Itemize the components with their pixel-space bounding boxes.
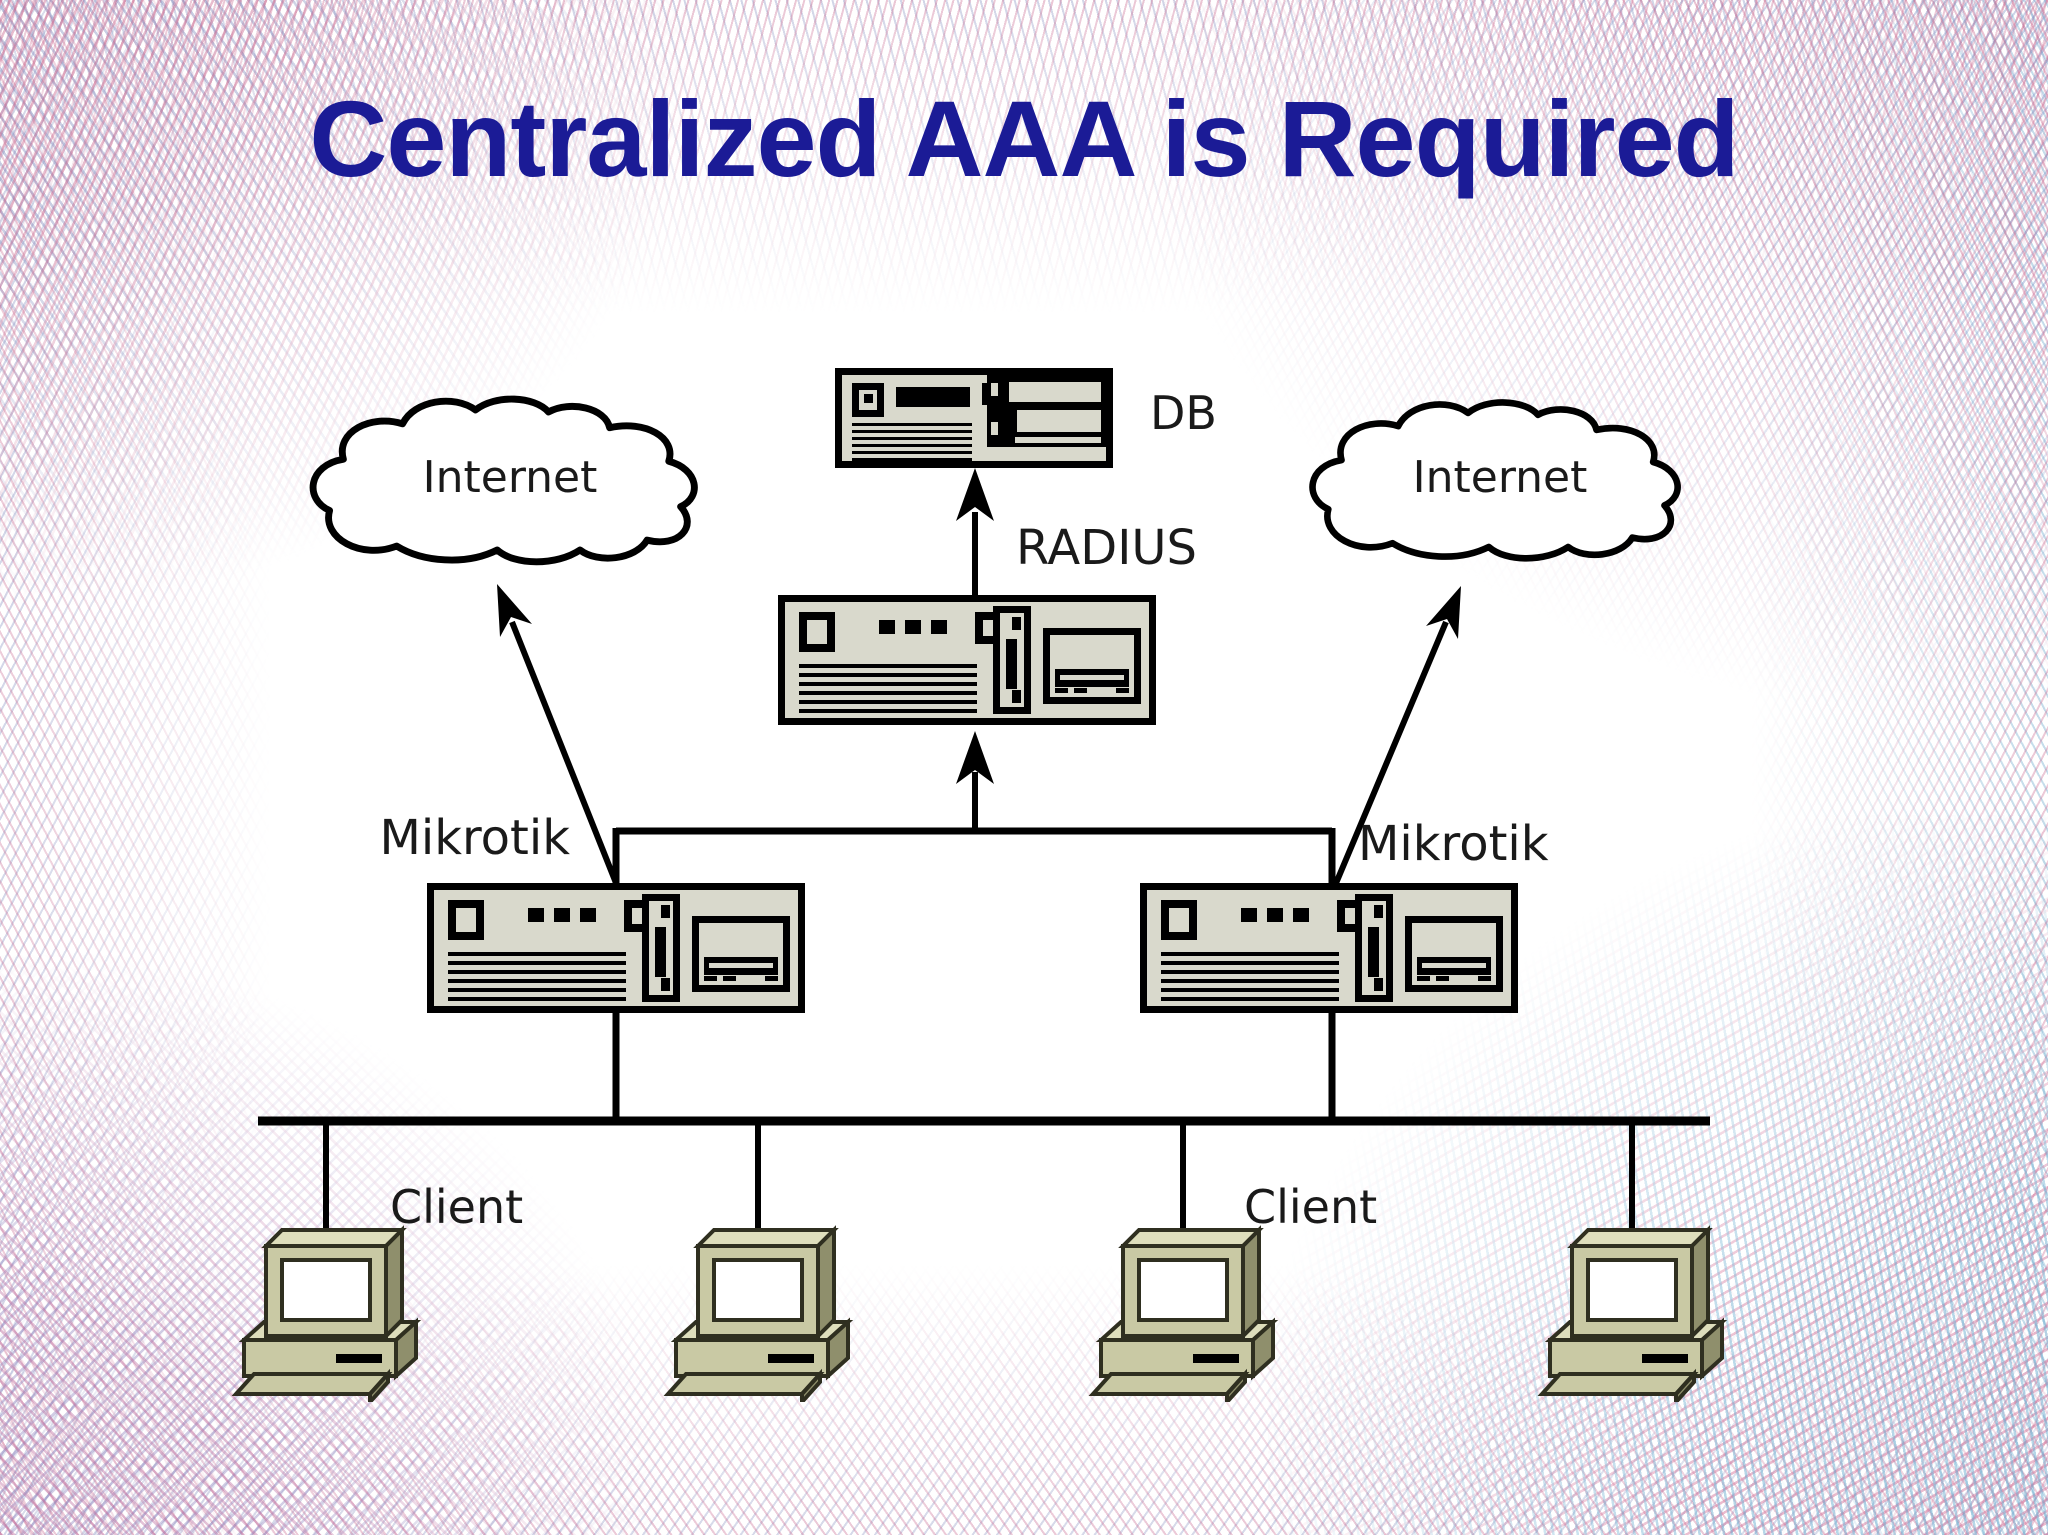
mikrotik-right-server-icon: [1140, 883, 1518, 1013]
client-pc-4-icon: [1537, 1225, 1728, 1402]
db-drive-panel-detail: [987, 375, 1106, 447]
mikrotik-left-label: Mikrotik: [379, 810, 570, 866]
mikrotik-left-power-detail: [448, 900, 484, 940]
radius-vents-detail: [799, 664, 977, 713]
mikrotik-right-label: Mikrotik: [1358, 816, 1549, 872]
internet-cloud-right-icon: [1309, 399, 1681, 562]
mikrotik-left-cd-bay-detail: [692, 916, 790, 992]
slide-title: Centralized AAA is Required: [309, 78, 1739, 199]
radius-floppy-drive-detail: [993, 606, 1031, 714]
mikrotik-left-server-icon: [427, 883, 805, 1013]
db-vents-detail: [852, 423, 972, 461]
client-right-label: Client: [1244, 1180, 1378, 1234]
db-label: DB: [1150, 386, 1217, 440]
db-server-icon: [835, 368, 1113, 468]
client-left-label: Client: [390, 1180, 524, 1234]
mikrotik-left-floppy-detail: [642, 894, 680, 1002]
internet-left-label: Internet: [422, 452, 598, 503]
radius-cd-bay-detail: [1043, 628, 1141, 704]
client-pc-3-icon: [1088, 1225, 1279, 1402]
client-pc-2-icon: [663, 1225, 854, 1402]
radius-label: RADIUS: [1016, 520, 1197, 576]
radius-buttons-detail: [879, 620, 959, 634]
mikrotik-right-vents-detail: [1161, 952, 1339, 1001]
internet-right-label: Internet: [1412, 452, 1588, 503]
mikrotik-left-vents-detail: [448, 952, 626, 1001]
mikrotik-left-buttons-detail: [528, 908, 608, 922]
mikrotik-right-cd-bay-detail: [1405, 916, 1503, 992]
radius-server-icon: [778, 595, 1156, 725]
mikrotik-right-buttons-detail: [1241, 908, 1321, 922]
mikrotik-right-power-detail: [1161, 900, 1197, 940]
db-power-button-detail: [852, 383, 884, 417]
internet-cloud-left-icon: [309, 395, 698, 566]
client-pc-1-icon: [231, 1225, 422, 1402]
db-front-bar-detail: [896, 387, 970, 407]
mikrotik-right-floppy-detail: [1355, 894, 1393, 1002]
radius-power-button-detail: [799, 612, 835, 652]
